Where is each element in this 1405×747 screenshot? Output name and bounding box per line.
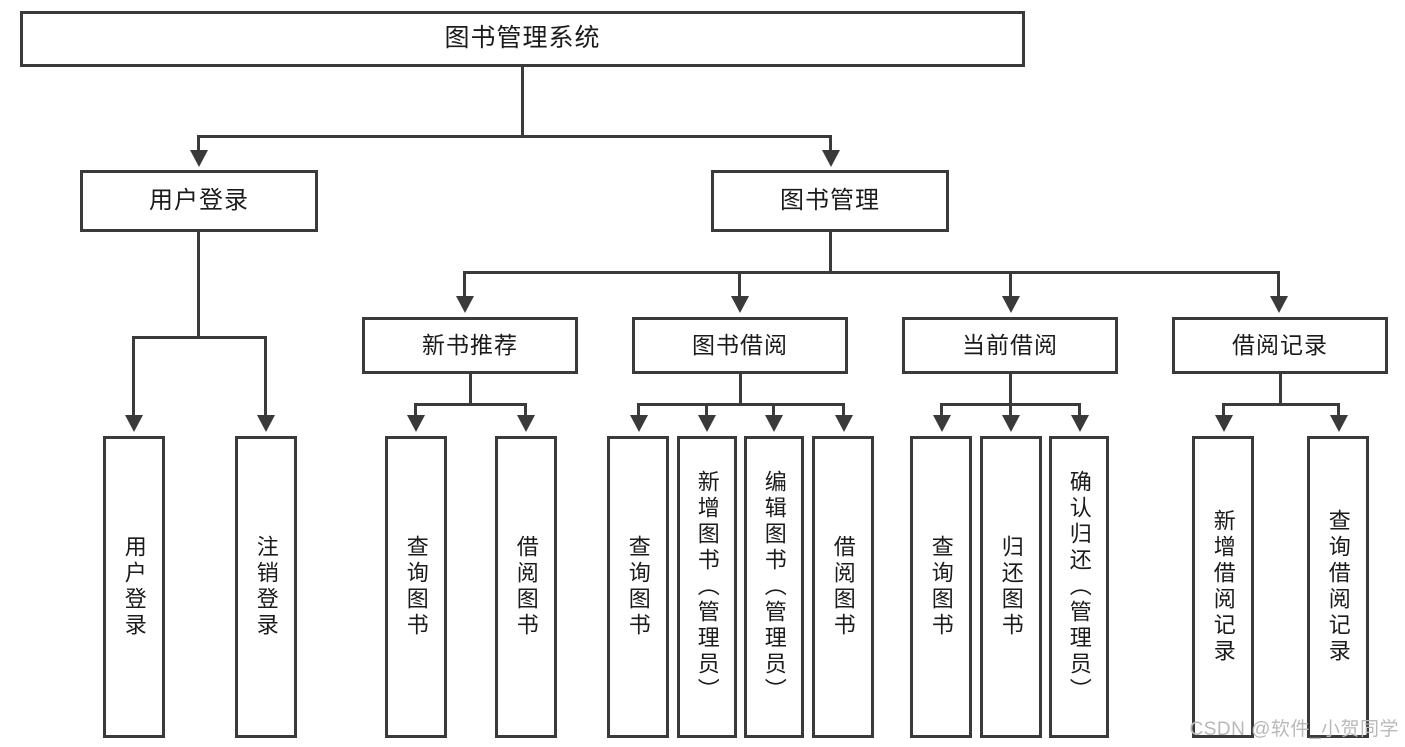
arrow-to-leaf-bb-2 — [698, 415, 716, 432]
connector-br-drop-1 — [1222, 403, 1225, 418]
node-root-book-management-system[interactable]: 图书管理系统 — [20, 11, 1025, 67]
arrow-to-leaf-logout — [257, 415, 275, 432]
arrow-to-book-management — [822, 150, 840, 167]
leaf-label: 注销登录 — [253, 535, 279, 639]
arrow-to-leaf-user-login — [125, 415, 143, 432]
leaf-nbr-query-book[interactable]: 查询图书 — [385, 436, 447, 738]
connector-book-management-bus — [463, 271, 1277, 274]
leaf-br-query-record[interactable]: 查询借阅记录 — [1307, 436, 1369, 738]
leaf-label: 借阅图书 — [830, 535, 856, 639]
arrow-to-leaf-nbr-2 — [517, 415, 535, 432]
leaf-bb-add-book-admin[interactable]: 新增图书（管理员） — [677, 436, 737, 738]
leaf-bb-query-book[interactable]: 查询图书 — [607, 436, 669, 738]
connector-nbr-drop-2 — [524, 403, 527, 418]
node-label: 当前借阅 — [962, 332, 1058, 359]
connector-root-drop-left — [197, 135, 200, 153]
arrow-to-leaf-cb-3 — [1071, 415, 1089, 432]
leaf-label: 用户登录 — [121, 535, 147, 639]
connector-br-bus — [1222, 403, 1340, 406]
connector-bb-bus — [637, 403, 845, 406]
leaf-label: 确认归还（管理员） — [1066, 470, 1092, 704]
connector-root-stem — [521, 67, 524, 135]
connector-bm-drop-1 — [463, 271, 466, 298]
leaf-label: 新增图书（管理员） — [694, 470, 720, 704]
connector-cb-drop-3 — [1078, 403, 1081, 418]
leaf-nbr-borrow-book[interactable]: 借阅图书 — [495, 436, 557, 738]
leaf-label: 查询图书 — [625, 535, 651, 639]
leaf-bb-edit-book-admin[interactable]: 编辑图书（管理员） — [744, 436, 804, 738]
arrow-to-leaf-cb-1 — [933, 415, 951, 432]
node-label: 图书管理系统 — [444, 24, 601, 53]
connector-nbr-bus — [414, 403, 527, 406]
node-label: 用户登录 — [149, 187, 249, 214]
node-label: 图书借阅 — [692, 332, 788, 359]
connector-user-login-stem — [197, 232, 200, 336]
arrow-to-borrow-record — [1270, 296, 1288, 313]
arrow-to-leaf-br-2 — [1330, 415, 1348, 432]
leaf-cb-query-book[interactable]: 查询图书 — [910, 436, 972, 738]
node-label: 借阅记录 — [1232, 332, 1328, 359]
connector-user-login-bus — [132, 336, 267, 339]
node-book-management[interactable]: 图书管理 — [711, 170, 949, 232]
arrow-to-leaf-br-1 — [1215, 415, 1233, 432]
connector-nbr-stem — [469, 374, 472, 405]
node-current-borrow[interactable]: 当前借阅 — [902, 317, 1118, 374]
node-label: 新书推荐 — [422, 332, 518, 359]
arrow-to-user-login — [190, 150, 208, 167]
connector-user-login-drop-1 — [132, 336, 135, 418]
leaf-label: 查询图书 — [403, 535, 429, 639]
leaf-cb-confirm-return-admin[interactable]: 确认归还（管理员） — [1049, 436, 1109, 738]
csdn-watermark: CSDN @软件_小贺同学 — [1189, 719, 1399, 740]
connector-br-stem — [1279, 374, 1282, 405]
node-borrow-record[interactable]: 借阅记录 — [1172, 317, 1388, 374]
arrow-to-leaf-cb-2 — [1002, 415, 1020, 432]
arrow-to-new-book-recommend — [456, 296, 474, 313]
leaf-label: 归还图书 — [998, 535, 1024, 639]
arrow-to-leaf-bb-4 — [835, 415, 853, 432]
connector-root-drop-right — [829, 135, 832, 153]
leaf-bb-borrow-book[interactable]: 借阅图书 — [812, 436, 874, 738]
connector-bb-drop-4 — [842, 403, 845, 418]
connector-cb-stem — [1009, 374, 1012, 405]
arrow-to-leaf-nbr-1 — [407, 415, 425, 432]
connector-cb-drop-2 — [1009, 403, 1012, 418]
leaf-cb-return-book[interactable]: 归还图书 — [980, 436, 1042, 738]
leaf-label: 借阅图书 — [513, 535, 539, 639]
leaf-label: 编辑图书（管理员） — [761, 470, 787, 704]
node-label: 图书管理 — [780, 187, 880, 214]
leaf-br-add-record[interactable]: 新增借阅记录 — [1192, 436, 1254, 738]
connector-bb-drop-1 — [637, 403, 640, 418]
connector-bm-drop-4 — [1277, 271, 1280, 298]
leaf-label: 查询借阅记录 — [1325, 509, 1351, 665]
connector-cb-drop-1 — [940, 403, 943, 418]
node-new-book-recommend[interactable]: 新书推荐 — [362, 317, 578, 374]
connector-book-management-stem — [829, 232, 832, 273]
node-book-borrow[interactable]: 图书借阅 — [632, 317, 848, 374]
connector-bm-drop-3 — [1009, 271, 1012, 298]
connector-bb-drop-2 — [705, 403, 708, 418]
arrow-to-book-borrow — [731, 296, 749, 313]
arrow-to-current-borrow — [1002, 296, 1020, 313]
connector-br-drop-2 — [1337, 403, 1340, 418]
connector-root-bus — [197, 135, 832, 138]
leaf-user-login[interactable]: 用户登录 — [103, 436, 165, 738]
leaf-logout[interactable]: 注销登录 — [235, 436, 297, 738]
connector-bb-drop-3 — [772, 403, 775, 418]
node-user-login[interactable]: 用户登录 — [80, 170, 318, 232]
connector-bb-stem — [739, 374, 742, 405]
leaf-label: 新增借阅记录 — [1210, 509, 1236, 665]
arrow-to-leaf-bb-3 — [765, 415, 783, 432]
arrow-to-leaf-bb-1 — [630, 415, 648, 432]
connector-bm-drop-2 — [738, 271, 741, 298]
connector-nbr-drop-1 — [414, 403, 417, 418]
connector-user-login-drop-2 — [264, 336, 267, 418]
leaf-label: 查询图书 — [928, 535, 954, 639]
